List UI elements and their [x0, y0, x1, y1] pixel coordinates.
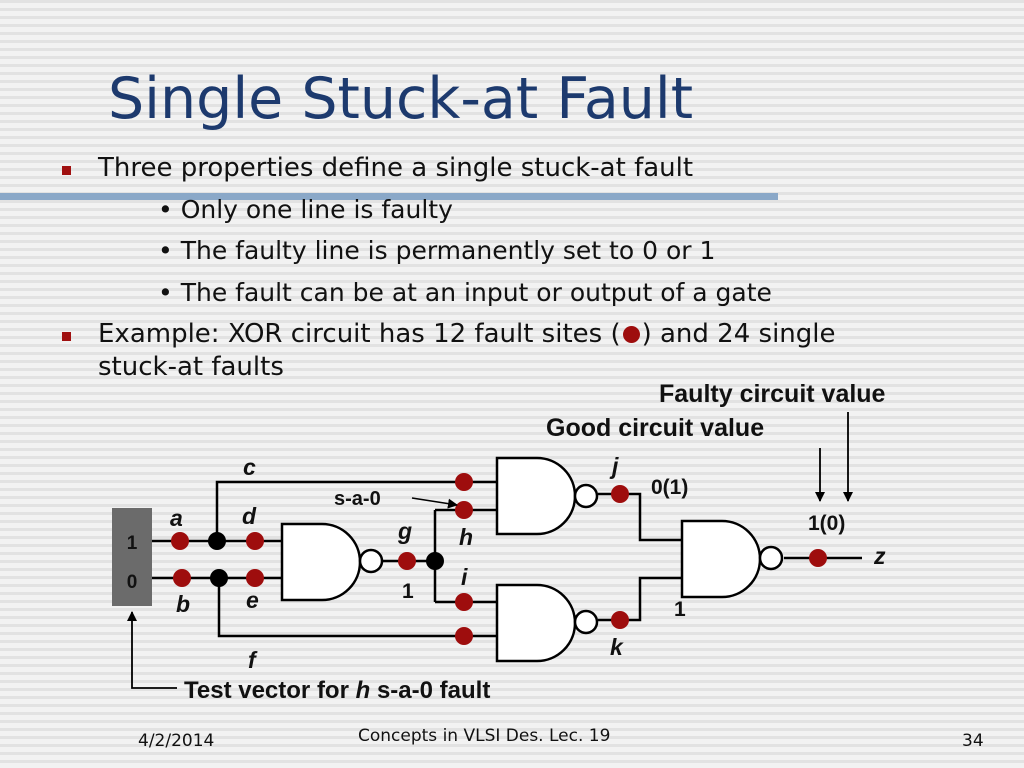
faulty-circuit-value-label: Faulty circuit value [659, 380, 886, 408]
footer-course: Concepts in VLSI Des. Lec. 19 [358, 726, 611, 746]
title-divider [0, 193, 778, 200]
line-label-j: j [609, 453, 619, 479]
footer-page-number: 34 [962, 731, 984, 751]
bullet-square-icon [62, 332, 71, 341]
k-value: 1 [674, 598, 686, 621]
line-label-a: a [170, 505, 183, 531]
g-value: 1 [402, 580, 414, 603]
bullet-square-icon [62, 166, 71, 175]
fault-site-z [809, 549, 827, 567]
subbullet-1-text: Only one line is faulty [180, 195, 453, 224]
nand-gate-3 [495, 583, 577, 663]
test-vector-caption: Test vector for h s-a-0 fault [184, 677, 490, 704]
line-label-e: e [246, 587, 259, 613]
line-label-d: d [242, 503, 257, 529]
test-vector-line: h [356, 677, 371, 704]
sa0-label: s-a-0 [334, 488, 381, 510]
footer-date: 4/2/2014 [138, 731, 215, 751]
bullet-2: Example: XOR circuit has 12 fault sites … [98, 319, 836, 349]
test-vector-prefix: Test vector for [184, 677, 356, 704]
good-circuit-value-label: Good circuit value [546, 414, 764, 442]
fault-site-b [173, 569, 191, 587]
line-label-b: b [176, 591, 190, 617]
z-value: 1(0) [808, 512, 845, 535]
test-vector-box [112, 508, 152, 606]
slide-title: Single Stuck-at Fault [108, 66, 694, 132]
fault-site-g [398, 552, 416, 570]
fault-site-d [246, 532, 264, 550]
junction-a [208, 532, 226, 550]
nand-gate-4 [680, 519, 762, 599]
test-vector-arrow [127, 611, 177, 689]
fault-site-h [455, 501, 473, 519]
bullet-2-text-before: Example: XOR circuit has 12 fault sites … [98, 319, 621, 349]
subbullet-2-text: The faulty line is permanently set to 0 … [180, 236, 716, 265]
sa0-arrow [411, 497, 458, 509]
fault-site-f [455, 627, 473, 645]
input-value-a: 1 [127, 533, 138, 554]
input-value-b: 0 [127, 572, 138, 593]
fault-site-e [246, 569, 264, 587]
nand-gate-1 [280, 522, 362, 602]
fault-sites [171, 473, 827, 645]
subbullet-1: • Only one line is faulty [158, 195, 453, 224]
fault-site-c [455, 473, 473, 491]
nand-gate-3-bubble [573, 609, 599, 635]
fault-site-k [611, 611, 629, 629]
fault-site-dot-icon [622, 326, 640, 343]
line-label-i: i [461, 564, 468, 590]
nand-gate-2-bubble [573, 483, 599, 509]
fault-site-a [171, 532, 189, 550]
line-label-z: z [873, 543, 886, 569]
bullet-2-text-after: ) and 24 single [641, 319, 836, 349]
nand-gate-1-bubble [358, 548, 384, 574]
subbullet-3: • The fault can be at an input or output… [158, 278, 772, 307]
line-label-f: f [248, 647, 258, 673]
line-label-k: k [610, 634, 624, 660]
nand-gate-4-bubble [758, 545, 784, 571]
bullet-2-line-2: stuck-at faults [98, 352, 284, 382]
fanout-junctions [208, 532, 444, 587]
line-label-h: h [459, 524, 473, 550]
fault-site-j [611, 485, 629, 503]
junction-g [426, 552, 444, 570]
line-label-g: g [397, 518, 412, 544]
line-label-c: c [243, 454, 256, 480]
bullet-1: Three properties define a single stuck-a… [98, 153, 694, 183]
j-value: 0(1) [651, 476, 688, 499]
fault-site-i [455, 593, 473, 611]
subbullet-3-text: The fault can be at an input or output o… [180, 278, 772, 307]
subbullet-2: • The faulty line is permanently set to … [158, 236, 716, 265]
nand-gate-2 [495, 456, 577, 536]
junction-b [210, 569, 228, 587]
test-vector-suffix: s-a-0 fault [370, 677, 490, 704]
